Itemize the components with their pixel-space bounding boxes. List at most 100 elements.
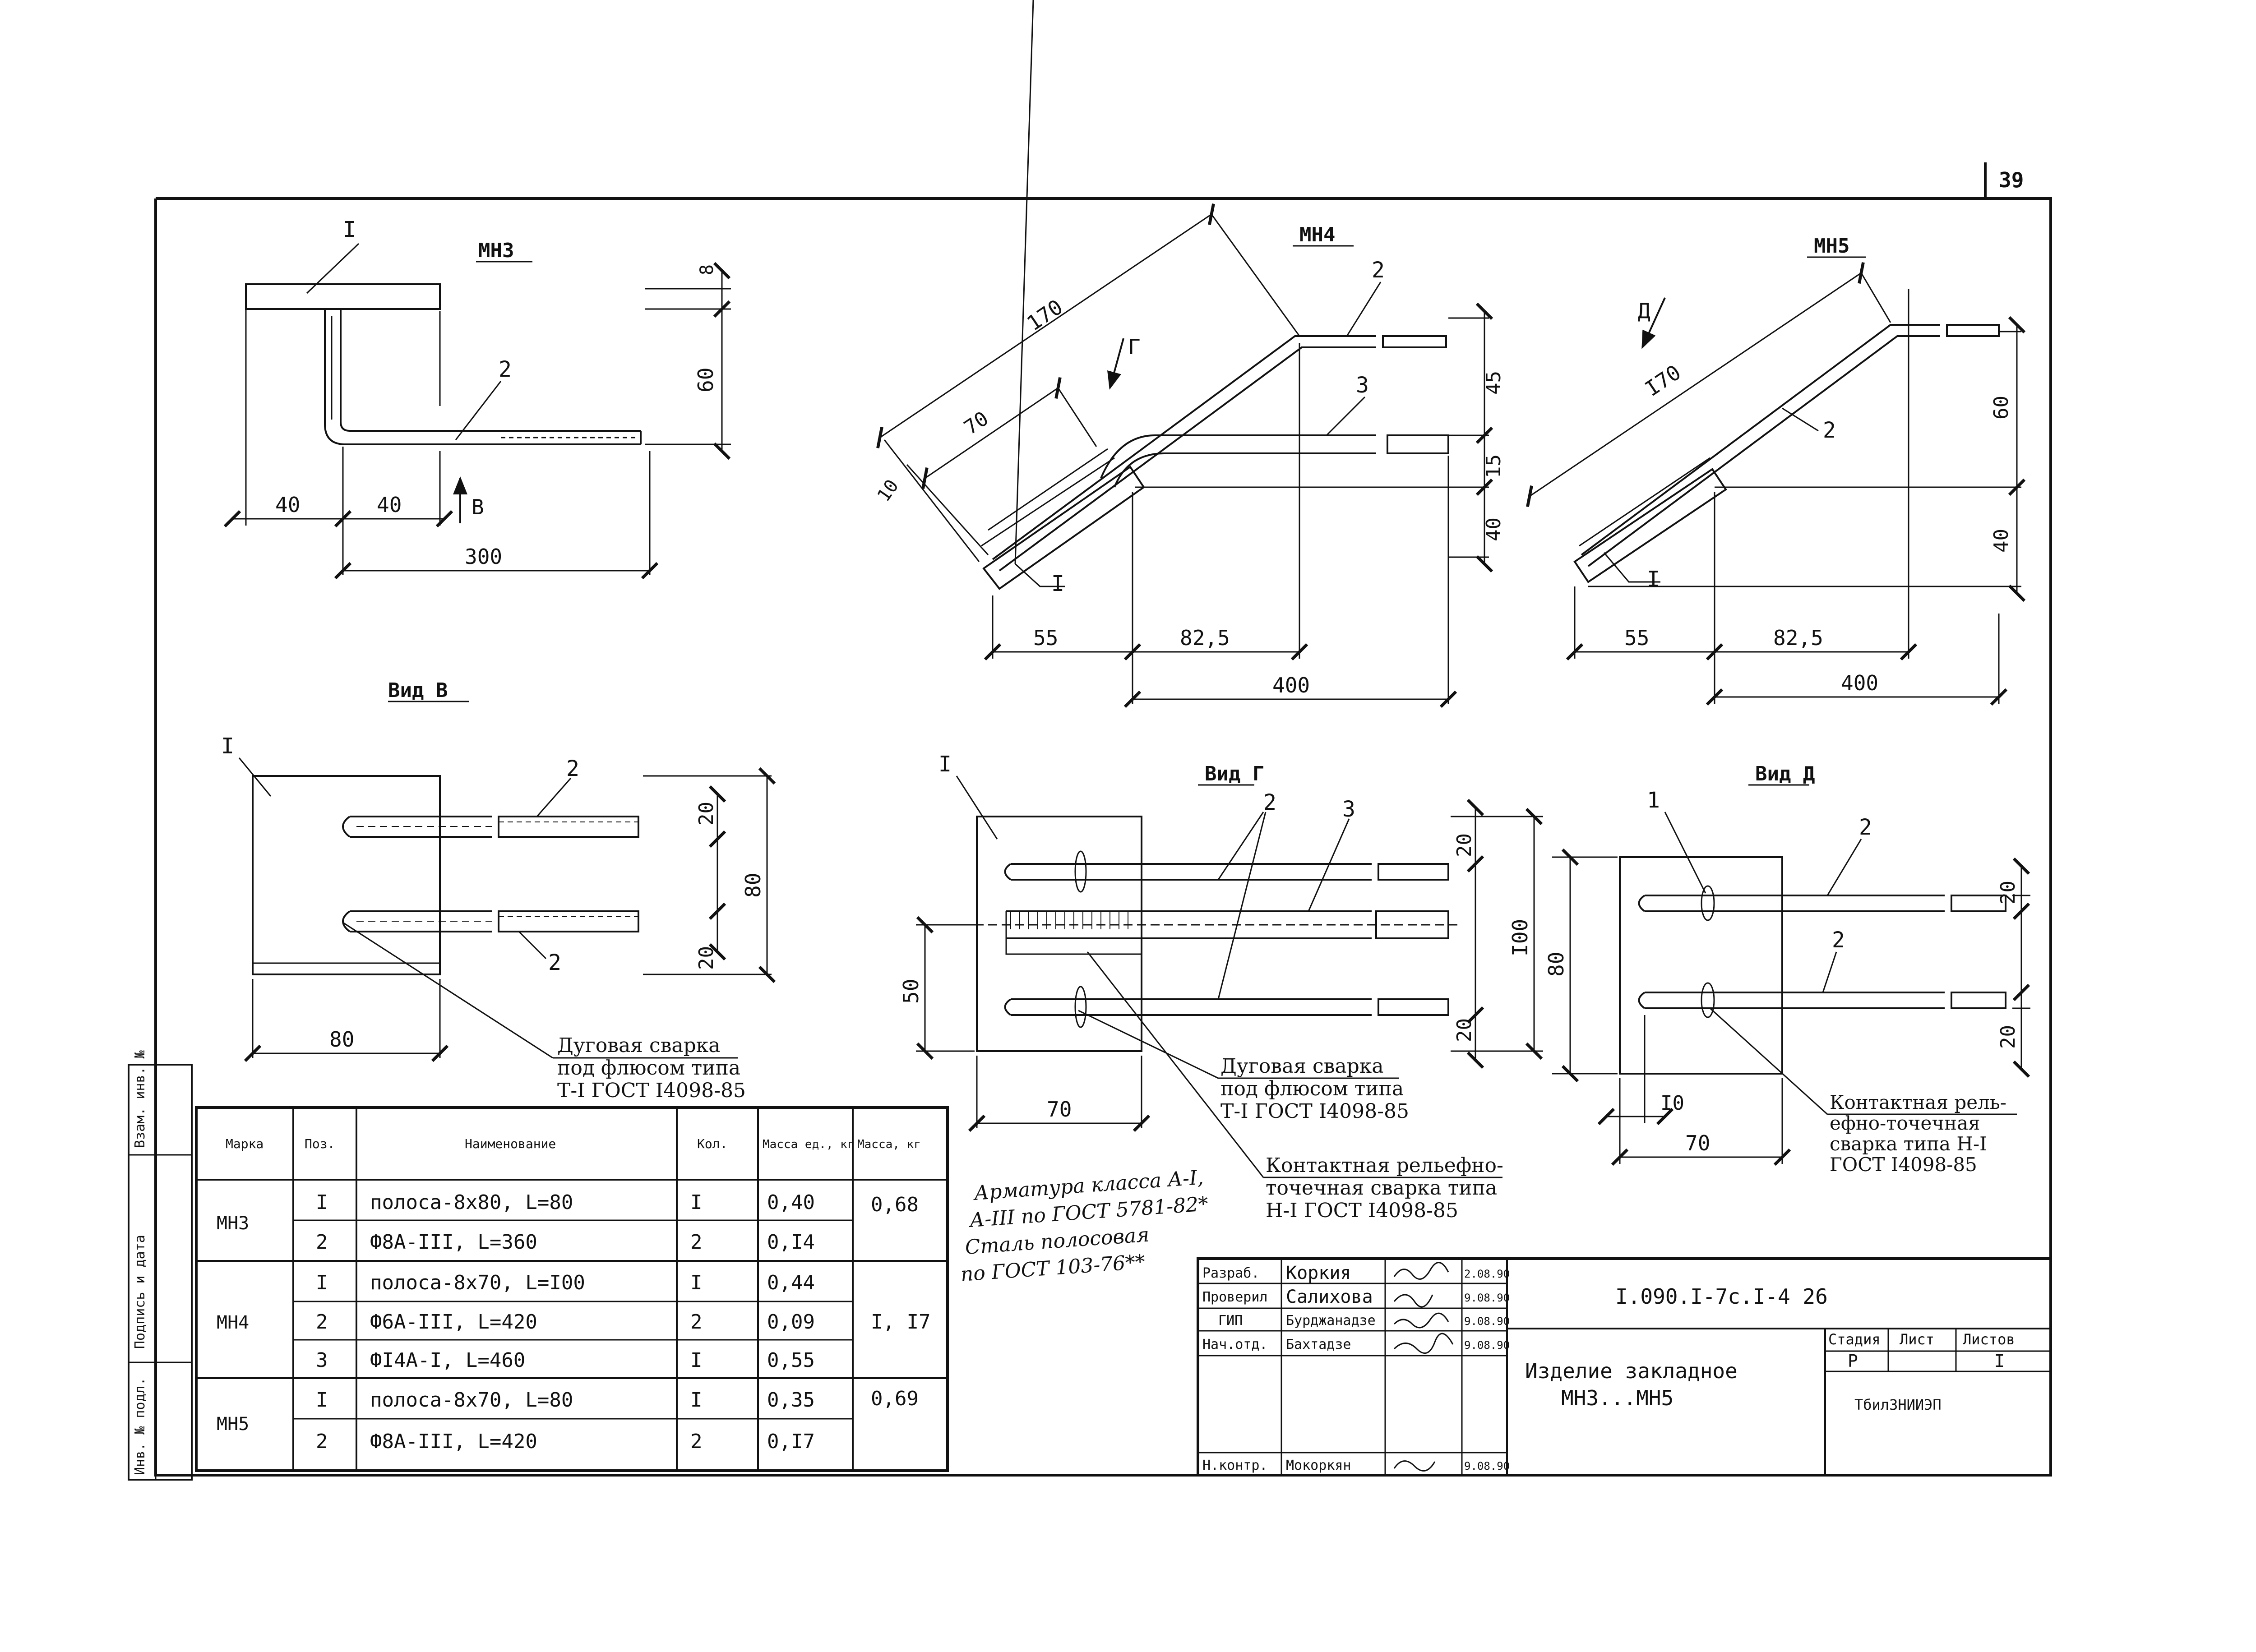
g3-r1-unit: 0,35 — [767, 1389, 815, 1412]
mn5-dim-b2: 82,5 — [1773, 626, 1823, 650]
title-block: Разраб. Коркия 2.08.90 Проверил Салихова… — [1197, 1257, 2052, 1477]
mn5-pos-1: I — [1647, 567, 1660, 592]
th-name: Наименование — [465, 1136, 556, 1151]
tb-role-4: Нач.отд. — [1202, 1337, 1268, 1352]
g2-r1-pos: I — [316, 1271, 328, 1294]
g2-r2-name: Ф6А-III, L=420 — [370, 1311, 537, 1334]
mn3-dim-height: 60 — [693, 368, 718, 392]
tb-name-2: Салихова — [1286, 1287, 1373, 1307]
g3-r2-pos: 2 — [316, 1430, 328, 1453]
signatures — [1393, 1262, 1454, 1472]
g1-r2-name: Ф8А-III, L=360 — [370, 1231, 537, 1254]
mn5-dim-total: 400 — [1841, 671, 1878, 695]
g3-r2-qty: 2 — [690, 1430, 703, 1453]
vid-g-dim-2: 20 — [1453, 1018, 1476, 1042]
sheet-number: 39 — [1999, 168, 2024, 192]
mn4-pos-1: I — [1051, 571, 1064, 596]
vid-g-pos-2: 2 — [1263, 790, 1276, 815]
mn4-dim-h2: 15 — [1482, 454, 1505, 478]
g3-r1-pos: I — [316, 1389, 328, 1412]
mn4-title: МН4 — [1299, 223, 1335, 246]
g2-mass: I, I7 — [871, 1311, 930, 1334]
g3-mass: 0,69 — [871, 1387, 919, 1410]
th-unit-mass: Масса ед., кг — [763, 1138, 855, 1151]
g3-r2-unit: 0,I7 — [767, 1430, 815, 1453]
mn5-dim-slant: I70 — [1641, 360, 1685, 401]
vid-d-dim-1: 20 — [1997, 881, 2020, 904]
vid-v-note-1: Дуговая сварка — [557, 1034, 721, 1057]
th-mass: Масса, кг — [857, 1138, 921, 1151]
g1-r1-name: полоса-8х80, L=80 — [370, 1191, 573, 1214]
vid-g-note2-2: точечная сварка типа — [1266, 1177, 1497, 1200]
view-vid-v: Вид В 20 20 80 80 I 2 2 Дуго — [221, 679, 776, 1102]
vid-d-note-1: Контактная рель- — [1830, 1091, 2006, 1113]
vid-d-pos-2a: 2 — [1859, 815, 1872, 840]
vid-v-note-2: под флюсом типа — [557, 1057, 740, 1080]
g3-mark: МН5 — [217, 1414, 249, 1435]
vid-g-dim-h: I00 — [1508, 919, 1532, 956]
tb-date-2: 9.08.90 — [1464, 1292, 1510, 1304]
tb-name-3: Бурджанадзе — [1286, 1313, 1376, 1329]
tb-name-6: Мокоркян — [1286, 1458, 1351, 1473]
tb-date-3: 9.08.90 — [1464, 1315, 1510, 1328]
mn5-title: МН5 — [1814, 235, 1849, 258]
vid-d-title: Вид Д — [1755, 762, 1815, 785]
g1-r2-qty: 2 — [690, 1231, 703, 1254]
mn3-title: МН3 — [478, 239, 514, 262]
g2-r3-unit: 0,55 — [767, 1349, 815, 1372]
vid-d-note-2: ефно-точечная — [1830, 1112, 1980, 1134]
mn4-pos-3: 3 — [1356, 373, 1369, 398]
tb-stage-h: Стадия — [1828, 1331, 1881, 1348]
side-stamp-3: Взам. инв. № — [132, 1050, 148, 1148]
side-stamp-2: Подпись и дата — [132, 1235, 148, 1349]
mn3-dim-left2: 40 — [377, 493, 402, 517]
tb-org: ТбилЗНИИЭП — [1854, 1396, 1942, 1413]
tb-date-4: 9.08.90 — [1464, 1339, 1510, 1352]
mn5-dim-h1: 60 — [1990, 396, 2013, 420]
mn4-view-arrow: Г — [1128, 335, 1141, 359]
view-mn4: МН4 45 15 40 55 82,5 400 — [874, 0, 1505, 708]
mn3-dim-top: 8 — [697, 264, 717, 275]
vid-v-dim-2: 20 — [695, 946, 718, 970]
tb-title-2: МН3...МН5 — [1561, 1386, 1674, 1410]
vid-v-note-3: Т-I ГОСТ I4098-85 — [557, 1079, 746, 1102]
g1-mark: МН3 — [217, 1213, 249, 1234]
spec-table: Марка Поз. Наименование Кол. Масса ед., … — [195, 1106, 949, 1472]
vid-v-pos-2b: 2 — [548, 950, 561, 975]
g2-r2-unit: 0,09 — [767, 1311, 815, 1334]
mn5-view-arrow: Д — [1638, 299, 1650, 323]
vid-g-note2-3: Н-I ГОСТ I4098-85 — [1266, 1199, 1458, 1222]
g2-mark: МН4 — [217, 1312, 249, 1333]
g2-r2-pos: 2 — [316, 1311, 328, 1334]
tb-role-6: Н.контр. — [1202, 1458, 1268, 1473]
g2-r1-unit: 0,44 — [767, 1271, 815, 1294]
vid-g-pos-1: I — [938, 752, 952, 777]
th-qty: Кол. — [697, 1136, 727, 1151]
th-pos: Поз. — [305, 1136, 335, 1151]
tb-date-6: 9.08.90 — [1464, 1460, 1510, 1472]
mn5-dim-h2: 40 — [1990, 529, 2013, 553]
mn5-dim-b1: 55 — [1624, 626, 1649, 650]
vid-g-note2-1: Контактная рельефно- — [1266, 1154, 1503, 1177]
vid-d-note-3: сварка типа Н-I — [1830, 1133, 1987, 1155]
tb-name-4: Бахтадзе — [1286, 1337, 1351, 1352]
g2-r3-name: ФI4А-I, L=460 — [370, 1349, 525, 1372]
mn3-dim-left1: 40 — [275, 493, 300, 517]
tb-name-1: Коркия — [1286, 1263, 1351, 1283]
vid-d-note-4: ГОСТ I4098-85 — [1830, 1154, 1977, 1176]
g1-mass: 0,68 — [871, 1193, 919, 1216]
vid-d-pos-1: 1 — [1647, 788, 1660, 813]
view-vid-g: Вид Г 20 20 I00 50 70 I — [899, 752, 1543, 1222]
mn4-dim-slant: 170 — [1022, 295, 1067, 336]
mn4-dim-h1: 45 — [1482, 371, 1505, 395]
view-vid-d: Вид Д 20 20 80 I0 70 1 2 2 Контакт — [1544, 762, 2030, 1176]
g3-r1-name: полоса-8х70, L=80 — [370, 1389, 573, 1412]
vid-g-title: Вид Г — [1205, 762, 1264, 785]
vid-d-dim-w: 70 — [1685, 1131, 1710, 1155]
tb-date-1: 2.08.90 — [1464, 1268, 1510, 1280]
g3-r2-name: Ф8А-III, L=420 — [370, 1430, 537, 1453]
vid-v-dim-h: 80 — [741, 873, 765, 898]
tb-sheets-h: Листов — [1963, 1331, 2015, 1348]
tb-title-1: Изделие закладное — [1525, 1359, 1738, 1383]
